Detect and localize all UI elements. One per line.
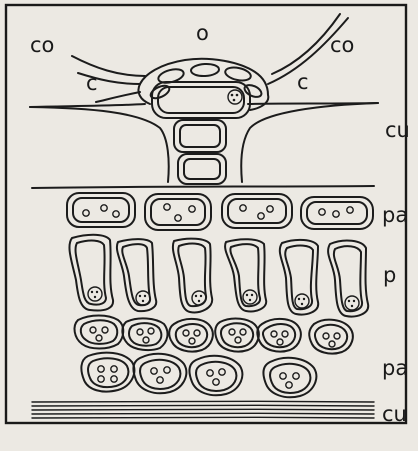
label-c-left: c [86, 71, 98, 95]
label-co-left: co [30, 33, 54, 57]
label-pa-top: pa [382, 203, 408, 227]
label-pa-bottom: pa [382, 356, 408, 380]
label-co-right: co [330, 33, 354, 57]
label-o: o [196, 21, 209, 45]
label-cu-top: cu [385, 118, 410, 142]
label-p: p [383, 263, 396, 287]
label-c-right: c [297, 70, 309, 94]
label-cu-bottom: cu [382, 402, 407, 426]
